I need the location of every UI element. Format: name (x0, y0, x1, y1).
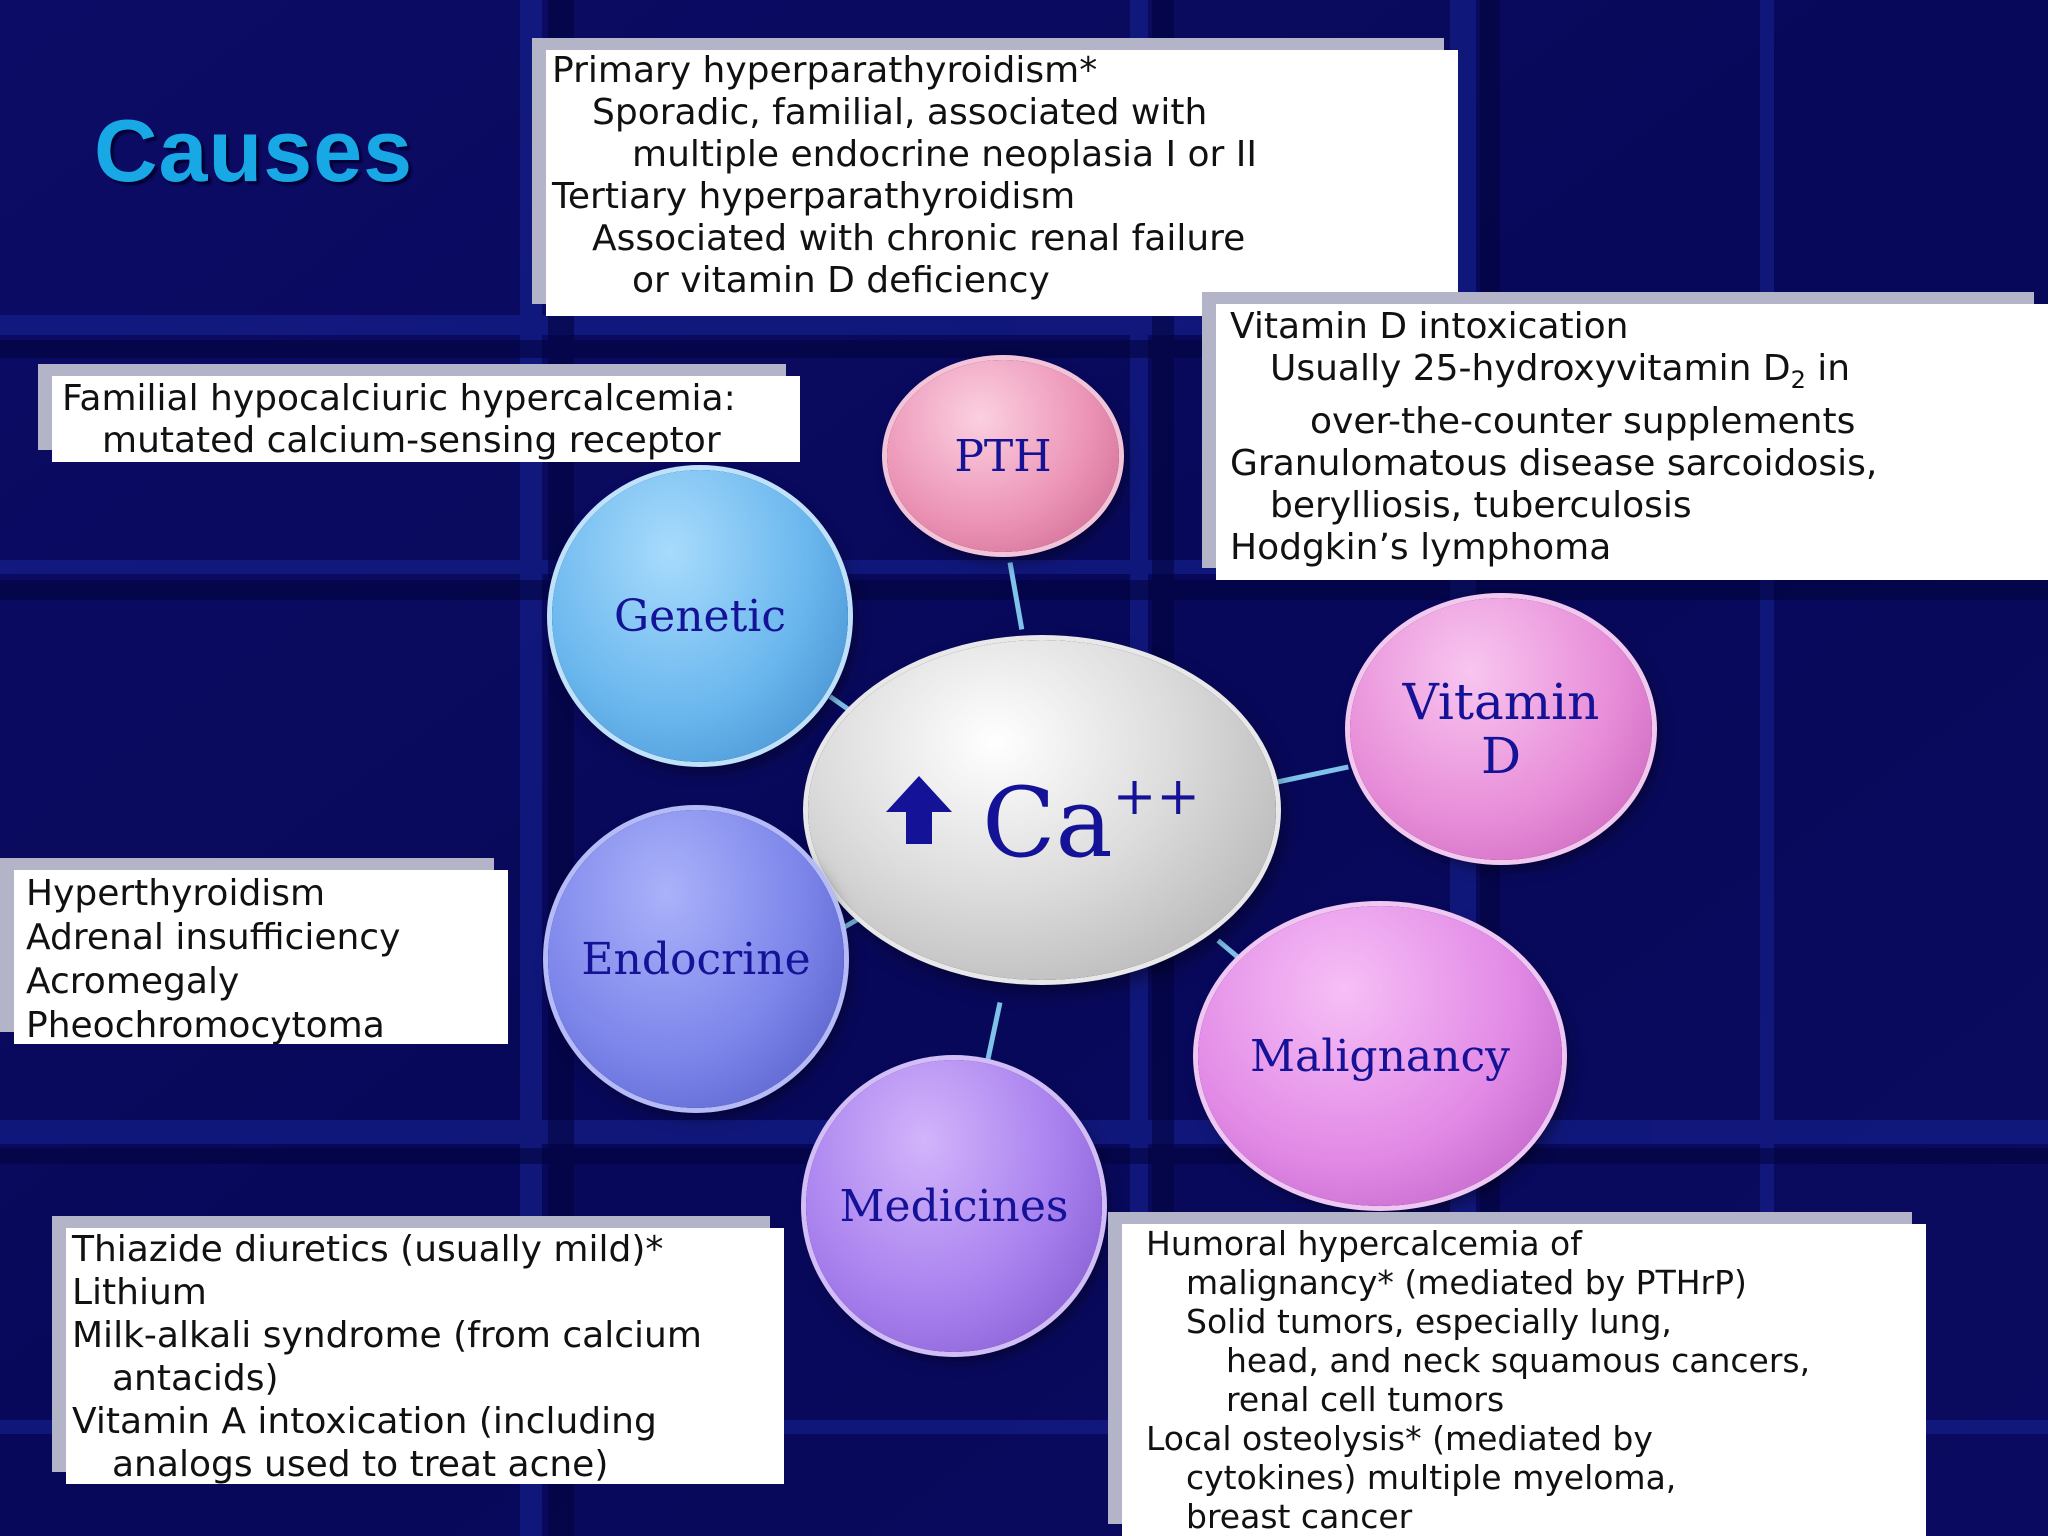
node-vitamin-d: Vitamin D (1350, 598, 1652, 860)
box-vitamin-d-causes: Vitamin D intoxication Usually 25-hydrox… (1216, 304, 2048, 580)
node-medicines-label: Medicines (839, 1180, 1069, 1232)
box-medicines-line: Lithium (72, 1272, 207, 1313)
box-medicines-line: antacids) (112, 1358, 279, 1399)
box-pth-line: multiple endocrine neoplasia I or II (632, 134, 1258, 175)
box-endocrine-line: Adrenal insufficiency (26, 917, 401, 958)
box-malignancy-line: renal cell tumors (1226, 1380, 1505, 1419)
box-vitamin-d-line-2: Usually 25-hydroxyvitamin D2 in (1230, 348, 2048, 401)
node-pth-label: PTH (954, 430, 1052, 482)
box-pth-line: Tertiary hyperparathyroidism (552, 176, 1076, 217)
node-medicines: Medicines (806, 1060, 1102, 1352)
box-pth-line: Associated with chronic renal failure (592, 218, 1246, 259)
box-medicines-line: Vitamin A intoxication (including (72, 1401, 657, 1442)
box-pth-line: or vitamin D deficiency (632, 260, 1050, 301)
node-pth: PTH (887, 360, 1119, 552)
node-vitamin-d-line1: Vitamin (1402, 673, 1600, 731)
box-endocrine-line: Acromegaly (26, 961, 240, 1002)
center-calcium-node: Ca++ (808, 640, 1276, 980)
box-vitamin-d-line: Granulomatous disease sarcoidosis, (1230, 443, 1878, 485)
node-genetic-label: Genetic (614, 590, 786, 642)
box-vitamin-d-line: berylliosis, tuberculosis (1270, 485, 1692, 527)
node-malignancy-label: Malignancy (1249, 1030, 1510, 1082)
box-genetic-line: mutated calcium-sensing receptor (102, 420, 721, 461)
slide-title: Causes (94, 101, 414, 200)
box-vitamin-d-line: over-the-counter supplements (1310, 401, 1856, 443)
box-vitamin-d-line-2-end: in (1805, 348, 1851, 389)
node-genetic: Genetic (552, 470, 848, 762)
box-malignancy-line: cytokines) multiple myeloma, (1186, 1458, 1677, 1497)
node-vitamin-d-label: Vitamin D (1403, 675, 1600, 783)
box-genetic-causes: Familial hypocalciuric hypercalcemia: mu… (52, 376, 800, 462)
box-malignancy-causes: Humoral hypercalcemia of malignancy* (me… (1122, 1224, 1926, 1536)
box-malignancy-line: Humoral hypercalcemia of (1146, 1224, 1582, 1263)
node-endocrine: Endocrine (548, 810, 844, 1108)
box-endocrine-causes: Hyperthyroidism Adrenal insufficiency Ac… (14, 870, 508, 1044)
node-malignancy: Malignancy (1198, 906, 1562, 1206)
box-malignancy-line: malignancy* (mediated by PTHrP) (1186, 1263, 1747, 1302)
box-genetic-line: Familial hypocalciuric hypercalcemia: (62, 378, 736, 419)
box-vitamin-d-line: Hodgkin’s lymphoma (1230, 527, 1612, 569)
box-pth-line: Sporadic, familial, associated with (592, 92, 1208, 133)
box-pth-causes: Primary hyperparathyroidism* Sporadic, f… (546, 50, 1458, 316)
box-vitamin-d-subscript: 2 (1790, 366, 1806, 395)
center-text: Ca (982, 767, 1113, 879)
box-pth-line: Primary hyperparathyroidism* (552, 50, 1098, 91)
center-label: Ca++ (982, 749, 1200, 871)
node-vitamin-d-line2: D (1480, 727, 1522, 785)
box-malignancy-line: breast cancer (1186, 1497, 1413, 1536)
center-superscript: ++ (1112, 767, 1200, 827)
box-medicines-line: Milk-alkali syndrome (from calcium (72, 1315, 702, 1356)
box-endocrine-line: Pheochromocytoma (26, 1005, 385, 1044)
box-malignancy-line: Local osteolysis* (mediated by (1146, 1419, 1653, 1458)
box-vitamin-d-line-2-text: Usually 25-hydroxyvitamin D (1270, 348, 1791, 389)
box-malignancy-line: head, and neck squamous cancers, (1226, 1341, 1811, 1380)
node-endocrine-label: Endocrine (581, 933, 811, 985)
box-medicines-line: Thiazide diuretics (usually mild)* (72, 1229, 664, 1270)
box-medicines-line: analogs used to treat acne) (112, 1444, 609, 1484)
box-vitamin-d-line: Vitamin D intoxication (1230, 306, 1629, 347)
box-medicines-causes: Thiazide diuretics (usually mild)* Lithi… (66, 1228, 784, 1484)
up-arrow-icon (886, 776, 953, 844)
box-malignancy-line: Solid tumors, especially lung, (1186, 1302, 1672, 1341)
box-endocrine-line: Hyperthyroidism (26, 873, 326, 914)
